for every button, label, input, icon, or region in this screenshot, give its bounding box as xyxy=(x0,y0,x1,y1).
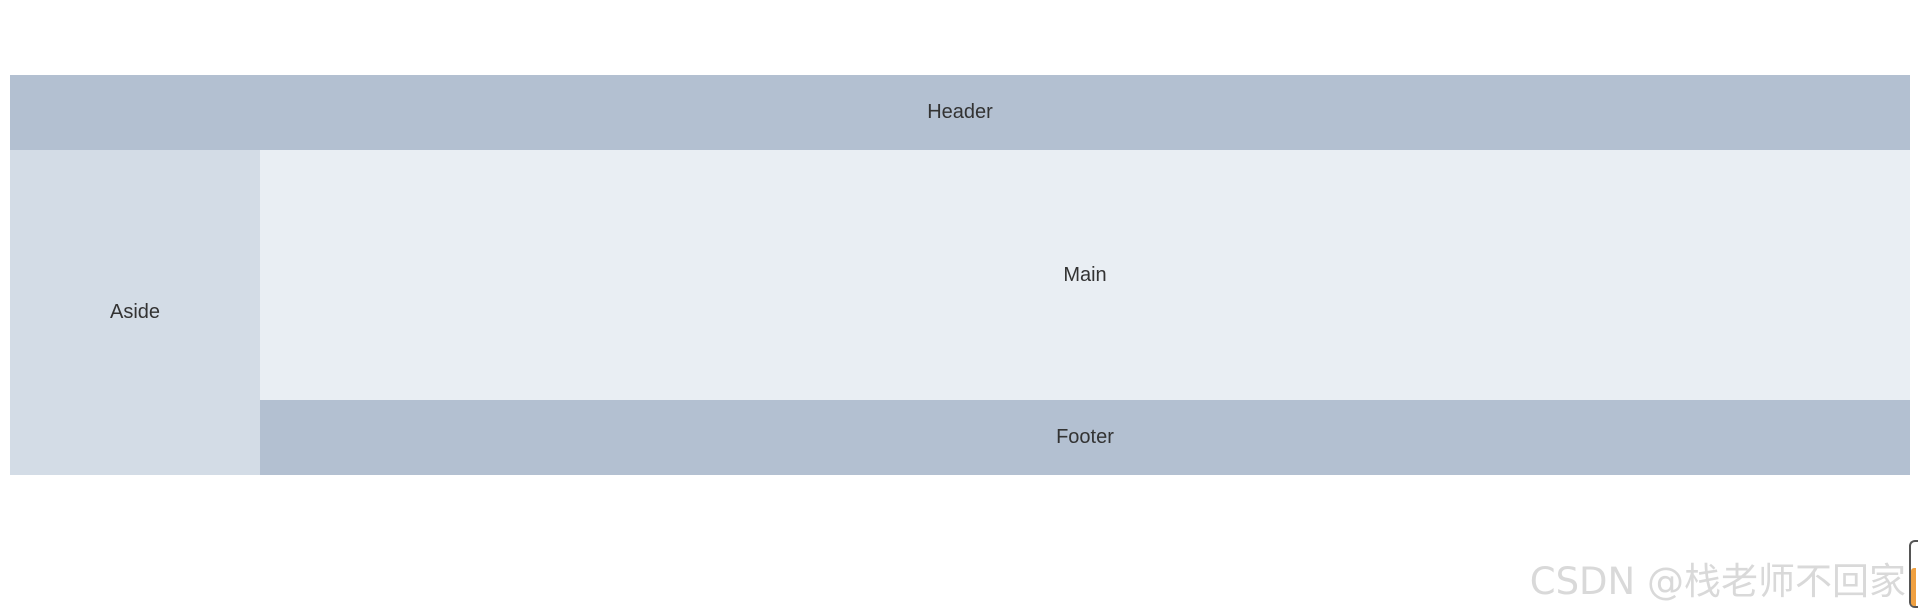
container-layout: Header Aside Main Footer xyxy=(10,75,1910,475)
footer-section: Footer xyxy=(260,400,1910,475)
csdn-watermark: CSDN @栈老师不回家 xyxy=(1529,560,1906,603)
side-scroll-handle-fill xyxy=(1911,568,1916,606)
header-section: Header xyxy=(10,75,1910,150)
aside-label: Aside xyxy=(109,301,161,323)
aside-section: Aside xyxy=(10,150,260,475)
main-section: Main xyxy=(260,150,1910,400)
side-scroll-handle[interactable] xyxy=(1909,540,1918,608)
header-label: Header xyxy=(927,101,993,123)
footer-label: Footer xyxy=(1056,426,1114,448)
main-label: Main xyxy=(1063,263,1107,286)
